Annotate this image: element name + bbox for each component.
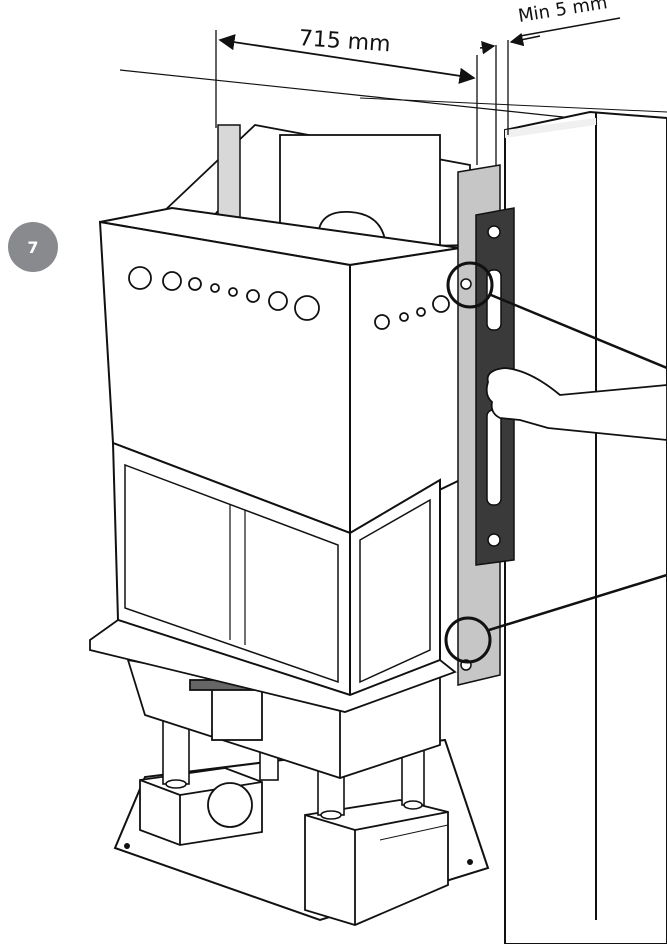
min-gap-dimension-arrow <box>479 17 621 55</box>
stove-pedestal <box>126 658 441 779</box>
cable-holes-front <box>128 266 320 321</box>
width-dimension-arrow <box>218 34 476 84</box>
wall-reference-line-2 <box>359 97 667 113</box>
fireplace-glass-door <box>111 441 441 697</box>
cable-holes-side <box>374 295 450 330</box>
wall-pillar <box>504 110 667 945</box>
detail-callouts <box>444 261 667 664</box>
stove-plinth <box>89 619 457 713</box>
step-number-badge: 7 <box>8 222 58 272</box>
hand-holding-level <box>485 367 667 441</box>
left-support-box <box>139 767 263 846</box>
dimension-extension-lines <box>215 30 509 165</box>
step-number: 7 <box>27 237 39 257</box>
right-support-box <box>304 799 449 926</box>
